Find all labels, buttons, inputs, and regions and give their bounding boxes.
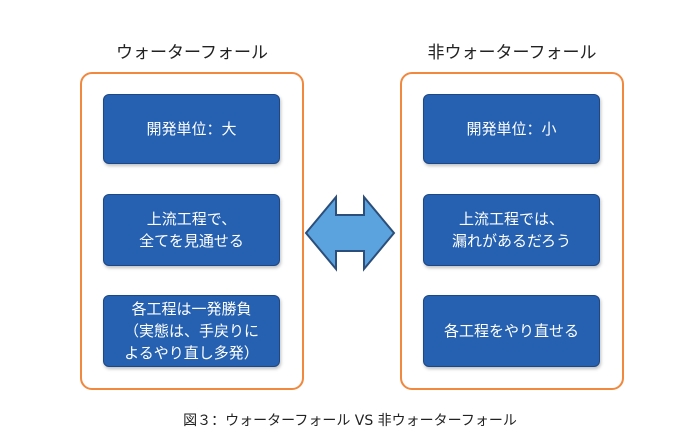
box-line: 開発単位：大: [146, 120, 237, 138]
double-headed-arrow-icon: [304, 194, 396, 272]
right-heading: 非ウォーターフォール: [427, 43, 597, 63]
box-line: 上流工程で、: [146, 210, 237, 228]
box-line: （実態は、手戻りに: [123, 322, 259, 340]
box-line: 上流工程では、: [458, 210, 564, 228]
box-line: 各工程は一発勝負: [131, 300, 252, 318]
arrow-shape: [304, 194, 396, 272]
box-line: 開発単位：小: [466, 120, 557, 138]
box-line: 各工程をやり直せる: [443, 322, 579, 340]
box-line: よるやり直し多発）: [124, 344, 259, 362]
right-box-upstream: 上流工程では、 漏れがあるだろう: [423, 194, 600, 266]
left-box-dev-unit: 開発単位：大: [103, 94, 280, 164]
left-box-one-shot: 各工程は一発勝負 （実態は、手戻りに よるやり直し多発）: [103, 295, 280, 367]
box-line: 全てを見通せる: [139, 232, 244, 250]
left-heading: ウォーターフォール: [116, 43, 268, 63]
right-box-dev-unit: 開発単位：小: [423, 94, 600, 164]
box-line: 漏れがあるだろう: [451, 232, 572, 250]
right-box-redo: 各工程をやり直せる: [423, 295, 600, 367]
left-box-upstream: 上流工程で、 全てを見通せる: [103, 194, 280, 266]
figure-caption: 図３：ウォーターフォール VS 非ウォーターフォール: [183, 413, 517, 429]
